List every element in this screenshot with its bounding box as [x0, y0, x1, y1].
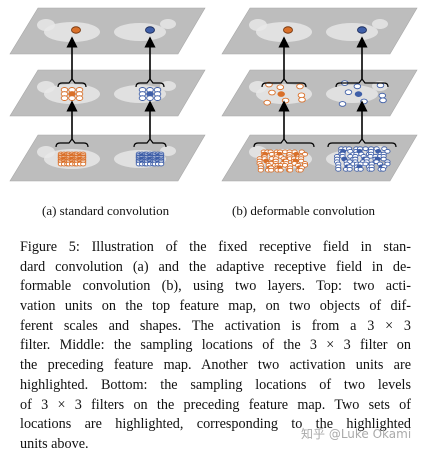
sampling-location-blue [354, 91, 363, 97]
activation-unit-orange [71, 26, 81, 34]
animal-silhouette [37, 146, 55, 158]
sampling-location-blue [338, 101, 347, 107]
sampling-location-blue [378, 92, 387, 99]
animal-silhouette [114, 23, 166, 41]
feature-map-plane [9, 7, 206, 55]
bottom-sampling-blue [380, 156, 387, 162]
sampling-location-blue [376, 82, 385, 89]
watermark: 知乎 @Luke Okami [301, 427, 412, 441]
sampling-location-blue [146, 95, 154, 101]
activation-unit-blue [145, 26, 155, 34]
subcaption-deformable-convolution: (b) deformable convolution [232, 203, 375, 218]
sampling-location-blue [153, 95, 162, 101]
bottom-sampling-orange [301, 151, 309, 157]
animal-silhouette [326, 85, 378, 103]
caption-line: ferent scales and shapes. The activation… [20, 317, 411, 334]
animal-silhouette [326, 23, 378, 41]
sampling-location-blue [138, 95, 147, 101]
sampling-location-orange [75, 95, 84, 101]
feature-map-plane [221, 7, 418, 55]
caption-line: filter. Middle: the sampling locations o… [20, 337, 411, 354]
bottom-sampling-blue [357, 167, 364, 172]
feature-map-plane [9, 69, 206, 117]
sampling-location-orange [298, 96, 306, 103]
animal-silhouette [37, 81, 55, 93]
bottom-sampling-orange [287, 167, 294, 173]
sampling-location-orange [276, 84, 285, 91]
bottom-sampling-orange [298, 158, 305, 164]
bottom-sampling-blue [380, 167, 387, 172]
feature-map-plane [9, 134, 206, 182]
figure-illustration [9, 7, 418, 182]
sampling-location-orange [277, 91, 285, 97]
feature-map-plane [221, 69, 418, 117]
bottom-sampling-blue [346, 167, 353, 172]
bottom-sampling-orange [297, 167, 304, 173]
subcaption-standard-convolution: (a) standard convolution [42, 203, 170, 218]
bottom-sampling-orange [277, 167, 284, 173]
caption-line: the preceding feature map. Another two a… [20, 357, 411, 374]
bottom-sampling-orange [257, 167, 264, 173]
caption-line: locations are highlighted, corresponding… [20, 416, 411, 433]
caption-line: dard convolution (a) and the adaptive re… [20, 258, 411, 275]
caption-line: units above. [20, 435, 89, 452]
sampling-location-orange [60, 95, 69, 101]
bottom-sampling-blue [335, 167, 342, 172]
sampling-location-orange [263, 99, 271, 106]
sampling-location-orange [68, 95, 76, 101]
bottom-sampling-blue [368, 167, 375, 172]
bottom-sampling-blue [384, 149, 391, 154]
caption-line: vation units on the top feature map, on … [20, 298, 411, 315]
caption-line: highlighted. Bottom: the sampling locati… [20, 376, 411, 393]
feature-map-plane [221, 134, 418, 182]
animal-silhouette [37, 19, 55, 31]
activation-unit-orange [283, 26, 293, 34]
animal-silhouette [160, 19, 176, 29]
sampling-location-orange [296, 83, 304, 90]
bottom-sampling-blue [158, 161, 165, 167]
caption-line: Figure 5: Illustration of the fixed rece… [20, 239, 411, 255]
bottom-sampling-orange [80, 161, 87, 167]
sampling-location-blue [379, 97, 387, 104]
animal-silhouette [249, 19, 267, 31]
sampling-location-orange [268, 89, 276, 96]
animal-silhouette [372, 19, 388, 29]
sampling-location-blue [353, 83, 362, 90]
bottom-sampling-orange [268, 167, 275, 173]
figure-caption: Figure 5: Illustration of the fixed rece… [20, 238, 411, 455]
activation-unit-blue [357, 26, 367, 34]
caption-line: formable convolution (b), using two laye… [20, 278, 411, 295]
animal-silhouette [160, 81, 176, 91]
caption-line: of 3 × 3 filters on the preceding featur… [20, 396, 411, 413]
sampling-location-blue [344, 89, 353, 96]
